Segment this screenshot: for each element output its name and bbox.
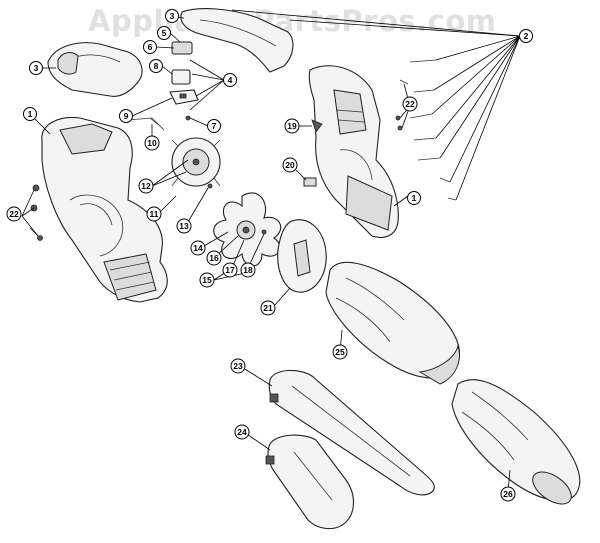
callout-1b: 1 (407, 191, 421, 205)
callout-18: 18 (240, 262, 256, 278)
callout-9: 9 (119, 109, 133, 123)
screws-right-part (395, 59, 457, 201)
callout-12: 12 (138, 178, 154, 194)
svg-text:9: 9 (124, 111, 129, 121)
tube-upper-part (325, 261, 460, 385)
svg-text:6: 6 (148, 42, 153, 52)
fan-plate-part (171, 137, 221, 189)
svg-text:4: 4 (228, 75, 233, 85)
callout-4: 4 (223, 73, 237, 87)
svg-text:21: 21 (263, 303, 273, 313)
callout-10: 10 (144, 135, 160, 151)
svg-text:19: 19 (287, 121, 297, 131)
svg-text:11: 11 (150, 209, 159, 219)
tube-lower-part (451, 379, 581, 505)
svg-text:5: 5 (162, 28, 167, 38)
callout-6: 6 (143, 40, 157, 54)
svg-text:13: 13 (179, 221, 189, 231)
svg-text:7: 7 (212, 121, 217, 131)
callout-15: 15 (199, 272, 215, 288)
callout-22a: 22 (6, 206, 22, 222)
callout-26: 26 (500, 486, 516, 502)
svg-text:2: 2 (524, 31, 529, 41)
svg-text:17: 17 (225, 265, 235, 275)
callout-7: 7 (207, 119, 221, 133)
svg-text:16: 16 (209, 253, 219, 263)
svg-text:3: 3 (170, 11, 175, 21)
svg-text:25: 25 (335, 347, 345, 357)
switch-parts (127, 41, 199, 131)
intake-ring-part (277, 219, 327, 293)
callout-16: 16 (206, 250, 222, 266)
nozzle-long-part (268, 369, 435, 496)
screws-left-part (29, 184, 43, 241)
svg-text:14: 14 (193, 243, 203, 253)
svg-text:3: 3 (34, 63, 39, 73)
callout-3b: 3 (165, 9, 179, 23)
svg-text:23: 23 (233, 361, 243, 371)
svg-text:22: 22 (9, 209, 19, 219)
impeller-part (213, 192, 282, 267)
svg-text:8: 8 (154, 61, 159, 71)
callout-2: 2 (519, 29, 533, 43)
callout-20: 20 (282, 157, 298, 173)
svg-text:18: 18 (243, 265, 253, 275)
callout-1a: 1 (23, 107, 37, 121)
nozzle-short-part (265, 434, 355, 530)
handle-part (47, 42, 143, 97)
svg-text:20: 20 (285, 160, 295, 170)
callout-11: 11 (146, 206, 162, 222)
clip-part (303, 119, 323, 187)
callout-8: 8 (149, 59, 163, 73)
svg-text:1: 1 (412, 193, 417, 203)
callout-14: 14 (190, 240, 206, 256)
callout-17: 17 (222, 262, 238, 278)
callout-13: 13 (176, 218, 192, 234)
top-handle-part (180, 8, 294, 73)
svg-text:10: 10 (147, 138, 157, 148)
callout-25: 25 (332, 344, 348, 360)
svg-text:22: 22 (405, 99, 415, 109)
watermark-text: AppliancePartsPros.com (88, 4, 497, 38)
svg-text:1: 1 (28, 109, 33, 119)
callout-19: 19 (284, 118, 300, 134)
svg-text:24: 24 (237, 427, 247, 437)
housing-left-part (41, 116, 168, 303)
callout-22b: 22 (402, 96, 418, 112)
callout-23: 23 (230, 358, 246, 374)
housing-right-part (308, 65, 399, 239)
callout-5: 5 (157, 26, 171, 40)
svg-text:15: 15 (202, 275, 212, 285)
callout-21: 21 (260, 300, 276, 316)
svg-text:26: 26 (503, 489, 513, 499)
callout-24: 24 (234, 424, 250, 440)
svg-text:12: 12 (141, 181, 151, 191)
callout-3a: 3 (29, 61, 43, 75)
